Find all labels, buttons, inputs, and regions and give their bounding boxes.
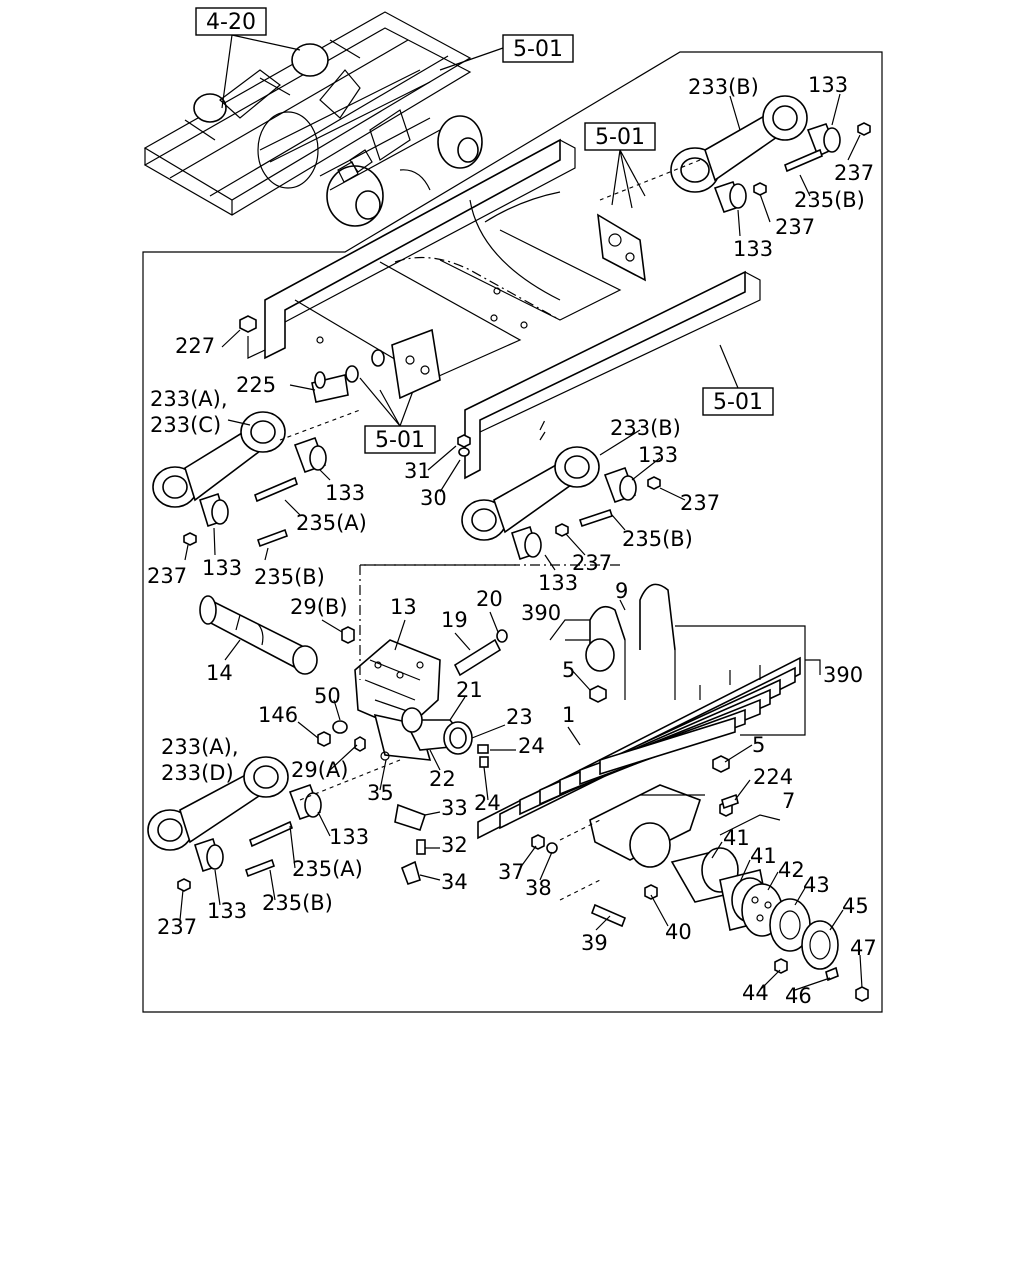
label-237-mid[interactable]: 237	[680, 491, 720, 515]
label-133-c[interactable]: 133	[329, 825, 369, 849]
diagram-frame	[142, 51, 883, 1013]
label-233D[interactable]: 233(D)	[161, 761, 234, 785]
label-20[interactable]: 20	[476, 587, 503, 611]
label-146[interactable]: 146	[258, 703, 298, 727]
label-390-b[interactable]: 390	[823, 663, 863, 687]
ref-box-4-20[interactable]	[195, 7, 267, 36]
label-5-b[interactable]: 5	[752, 733, 765, 757]
label-41-b[interactable]: 41	[750, 844, 777, 868]
label-50[interactable]: 50	[314, 684, 341, 708]
ref-label-5-01-right: 5-01	[713, 390, 763, 415]
ref-box-5-01-top[interactable]	[502, 34, 574, 63]
label-133-mid[interactable]: 133	[638, 443, 678, 467]
ref-label-5-01-bracket: 5-01	[595, 125, 645, 150]
label-33[interactable]: 33	[441, 796, 468, 820]
label-7[interactable]: 7	[782, 789, 795, 813]
frame-rails	[264, 138, 761, 480]
label-235A-a[interactable]: 235(A)	[296, 511, 367, 535]
label-233A-1[interactable]: 233(A),	[150, 387, 228, 411]
label-133-top2[interactable]: 133	[733, 237, 773, 261]
label-1[interactable]: 1	[562, 703, 575, 727]
torque-rod-left-lower	[147, 756, 322, 892]
label-31[interactable]: 31	[404, 459, 431, 483]
label-227[interactable]: 227	[175, 334, 215, 358]
label-235B-a[interactable]: 235(B)	[254, 565, 325, 589]
label-37[interactable]: 37	[498, 860, 525, 884]
label-35[interactable]: 35	[367, 781, 394, 805]
ref-label-5-01-top: 5-01	[513, 37, 563, 62]
ref-box-5-01-right[interactable]	[702, 387, 774, 416]
label-45[interactable]: 45	[842, 894, 869, 918]
label-40[interactable]: 40	[665, 920, 692, 944]
ref-label-5-01-mid: 5-01	[375, 428, 425, 453]
torque-rod-left-upper	[152, 411, 327, 548]
label-9[interactable]: 9	[615, 579, 628, 603]
label-225[interactable]: 225	[236, 373, 276, 397]
label-leaders	[179, 93, 863, 991]
label-22[interactable]: 22	[429, 767, 456, 791]
label-42[interactable]: 42	[778, 858, 805, 882]
label-235B-b[interactable]: 235(B)	[262, 891, 333, 915]
torque-rod-top	[670, 95, 871, 214]
ref-label-4-20: 4-20	[206, 10, 256, 35]
label-235B-top[interactable]: 235(B)	[794, 188, 865, 212]
label-235B-mid[interactable]: 235(B)	[622, 527, 693, 551]
label-233A-2[interactable]: 233(A),	[161, 735, 239, 759]
label-30[interactable]: 30	[420, 486, 447, 510]
label-32[interactable]: 32	[441, 833, 468, 857]
label-133-mid2[interactable]: 133	[538, 571, 578, 595]
label-133-b[interactable]: 133	[202, 556, 242, 580]
label-47[interactable]: 47	[850, 936, 877, 960]
label-5-a[interactable]: 5	[562, 658, 575, 682]
label-237-b[interactable]: 237	[157, 915, 197, 939]
label-237-a[interactable]: 237	[147, 564, 187, 588]
label-133-d[interactable]: 133	[207, 899, 247, 923]
label-23[interactable]: 23	[506, 705, 533, 729]
label-133-top[interactable]: 133	[808, 73, 848, 97]
label-233B-mid[interactable]: 233(B)	[610, 416, 681, 440]
label-390-a[interactable]: 390	[521, 601, 561, 625]
label-237-top2[interactable]: 237	[775, 215, 815, 239]
leaf-spring	[477, 656, 801, 840]
label-233C[interactable]: 233(C)	[150, 413, 221, 437]
label-14[interactable]: 14	[206, 661, 233, 685]
label-133-a[interactable]: 133	[325, 481, 365, 505]
label-39[interactable]: 39	[581, 931, 608, 955]
torque-rod-mid	[457, 434, 661, 561]
label-21[interactable]: 21	[456, 678, 483, 702]
label-38[interactable]: 38	[525, 876, 552, 900]
label-237-top[interactable]: 237	[834, 161, 874, 185]
label-34[interactable]: 34	[441, 870, 468, 894]
label-13[interactable]: 13	[390, 595, 417, 619]
label-29B[interactable]: 29(B)	[290, 595, 348, 619]
label-43[interactable]: 43	[803, 873, 830, 897]
chassis-overview-inset	[143, 11, 483, 227]
label-235A-b[interactable]: 235(A)	[292, 857, 363, 881]
label-19[interactable]: 19	[441, 608, 468, 632]
label-224[interactable]: 224	[753, 765, 793, 789]
label-46[interactable]: 46	[785, 984, 812, 1008]
label-237-mid2[interactable]: 237	[572, 551, 612, 575]
label-24-a[interactable]: 24	[518, 734, 545, 758]
label-233B-top[interactable]: 233(B)	[688, 75, 759, 99]
part-labels: 233(B) 133 237 235(B) 237 133 227 225 23…	[147, 73, 877, 1008]
label-41-a[interactable]: 41	[723, 826, 750, 850]
